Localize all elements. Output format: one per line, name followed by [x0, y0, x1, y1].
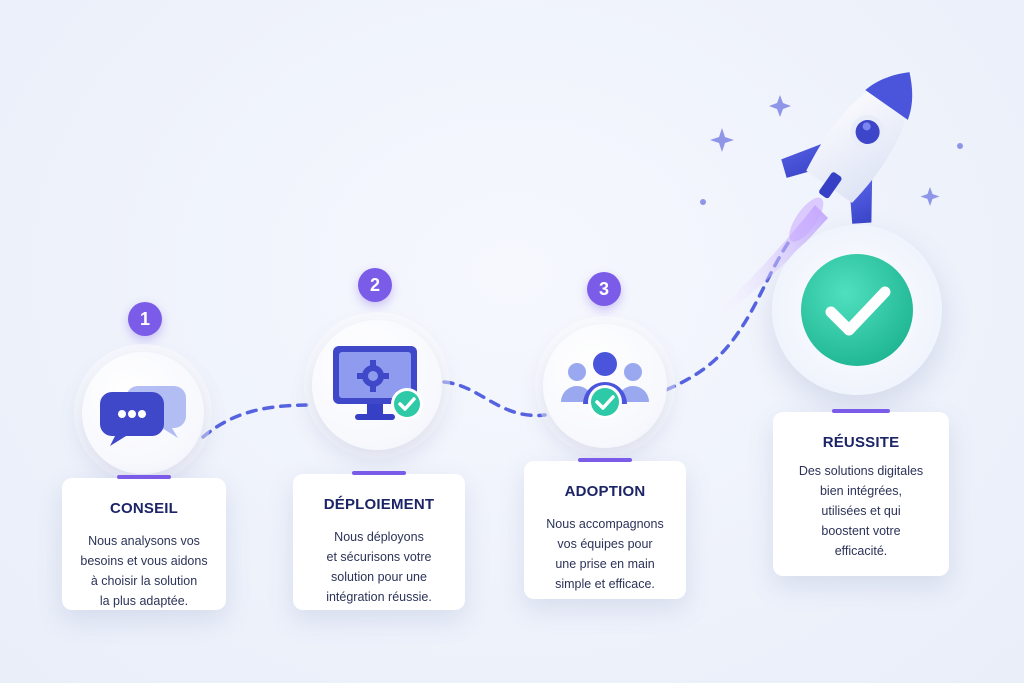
chat-bubbles-icon [100, 386, 186, 446]
step-1-title: CONSEIL [109, 500, 179, 517]
rocket-icon [781, 72, 913, 242]
step-3-title: ADOPTION [564, 483, 646, 500]
success-accent-bar [832, 409, 890, 413]
step-2-title: DÉPLOIEMENT [323, 496, 435, 513]
step-2-description: Nous déployons et sécurisons votre solut… [326, 530, 432, 604]
step-2-accent-bar [352, 471, 406, 475]
step-3-number: 3 [587, 272, 621, 306]
success-description: Des solutions digitales bien intégrées, … [798, 464, 924, 558]
success-card: RÉUSSITE Des solutions digitales bien in… [773, 409, 949, 576]
step-3-accent-bar [578, 458, 632, 462]
step-3-icon-circle [543, 324, 667, 448]
step-3-description: Nous accompagnons vos équipes pour une p… [546, 517, 664, 591]
success-title: RÉUSSITE [822, 434, 900, 451]
connector-2-3 [442, 380, 547, 418]
team-check-icon [561, 352, 649, 419]
step-1-number: 1 [128, 302, 162, 336]
connector-1-2 [201, 403, 314, 439]
sparkle-icon [700, 95, 963, 206]
step-3-card: ADOPTION Nous accompagnons vos équipes p… [524, 458, 686, 599]
step-1-description: Nous analysons vos besoins et vous aidon… [80, 534, 208, 608]
step-2-icon-circle [312, 320, 442, 450]
checkmark-icon [801, 254, 913, 366]
step-2-number: 2 [358, 268, 392, 302]
step-1-icon-circle [82, 352, 204, 474]
step-1-accent-bar [117, 475, 171, 479]
step-1-card: CONSEIL Nous analysons vos besoins et vo… [62, 475, 226, 610]
step-2-card: DÉPLOIEMENT Nous déployons et sécurisons… [293, 471, 465, 610]
monitor-gear-check-icon [333, 346, 423, 420]
